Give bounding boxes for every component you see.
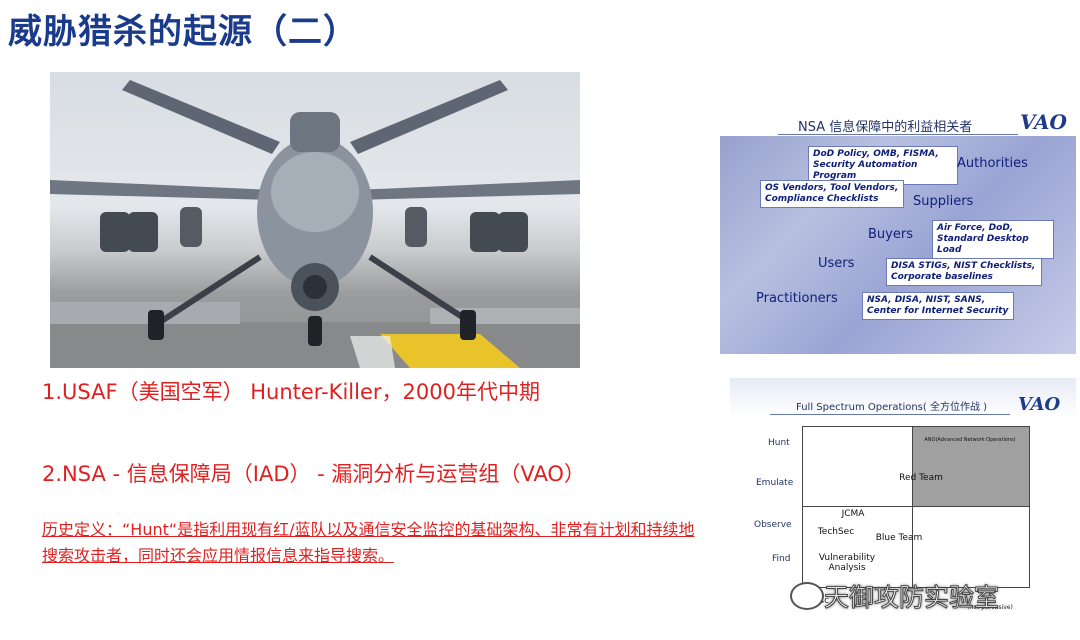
drone-photo <box>50 72 580 368</box>
stakeholder-label: Buyers <box>868 227 913 242</box>
nsa-stakeholders-slide: NSA 信息保障中的利益相关者 VAO DoD Policy, OMB, FIS… <box>720 90 1076 354</box>
quadrant-shaded <box>913 427 1029 507</box>
stakeholder-box: DISA STIGs, NIST Checklists, Corporate b… <box>886 258 1042 286</box>
divider <box>778 134 1018 135</box>
row-label-hunt: Hunt <box>768 438 790 448</box>
divider <box>770 414 1010 415</box>
stakeholder-label: Practitioners <box>756 291 838 306</box>
full-spectrum-slide: Full Spectrum Operations( 全方位作战 ) VAO Hu… <box>730 378 1076 618</box>
stakeholder-box: OS Vendors, Tool Vendors, Compliance Che… <box>760 180 904 208</box>
techsec-label: TechSec <box>817 527 855 537</box>
stakeholder-box: Air Force, DoD, Standard Desktop Load <box>932 220 1054 259</box>
quadrant <box>803 427 913 507</box>
watermark: 天御攻防实验室 <box>823 583 1000 613</box>
vao-logo: VAO <box>1020 110 1067 134</box>
nsa-line: 2.NSA - 信息保障局（IAD） - 漏洞分析与运营组（VAO） <box>42 462 585 486</box>
operations-grid: ANO(Advanced Network Operations) Red Tea… <box>802 426 1030 588</box>
ano-label: ANO(Advanced Network Operations) <box>924 437 1016 443</box>
history-definition: 历史定义：“Hunt“是指利用现有红/蓝队以及通信安全监控的基础架构、非常有计划… <box>42 520 695 565</box>
row-label-find: Find <box>772 554 791 564</box>
nsa-slide-title: NSA 信息保障中的利益相关者 <box>798 120 973 135</box>
stakeholder-label: Suppliers <box>913 194 974 209</box>
red-team-label: Red Team <box>899 473 943 483</box>
fso-slide-title: Full Spectrum Operations( 全方位作战 ) <box>796 402 988 413</box>
axis-note: (not pervasive) <box>967 604 1013 611</box>
slide-header <box>730 378 1076 418</box>
quadrant <box>803 507 913 587</box>
stakeholder-box: NSA, DISA, NIST, SANS, Center for Intern… <box>862 292 1014 320</box>
stakeholder-label: Users <box>818 256 855 271</box>
vao-logo: VAO <box>1018 394 1061 415</box>
jcma-label: JCMA <box>841 509 865 519</box>
slide-header <box>720 90 1076 136</box>
row-label-emulate: Emulate <box>756 478 794 488</box>
usaf-line: 1.USAF（美国空军） Hunter-Killer，2000年代中期 <box>42 380 540 404</box>
row-label-observe: Observe <box>754 520 792 530</box>
vulnerability-label: Vulnerability Analysis <box>818 553 876 573</box>
wechat-icon <box>790 582 824 610</box>
blue-team-label: Blue Team <box>875 533 923 543</box>
stakeholder-box: DoD Policy, OMB, FISMA, Security Automat… <box>808 146 958 185</box>
stakeholder-label: Authorities <box>957 156 1028 171</box>
slide-title: 威胁猎杀的起源（二） <box>8 12 358 52</box>
